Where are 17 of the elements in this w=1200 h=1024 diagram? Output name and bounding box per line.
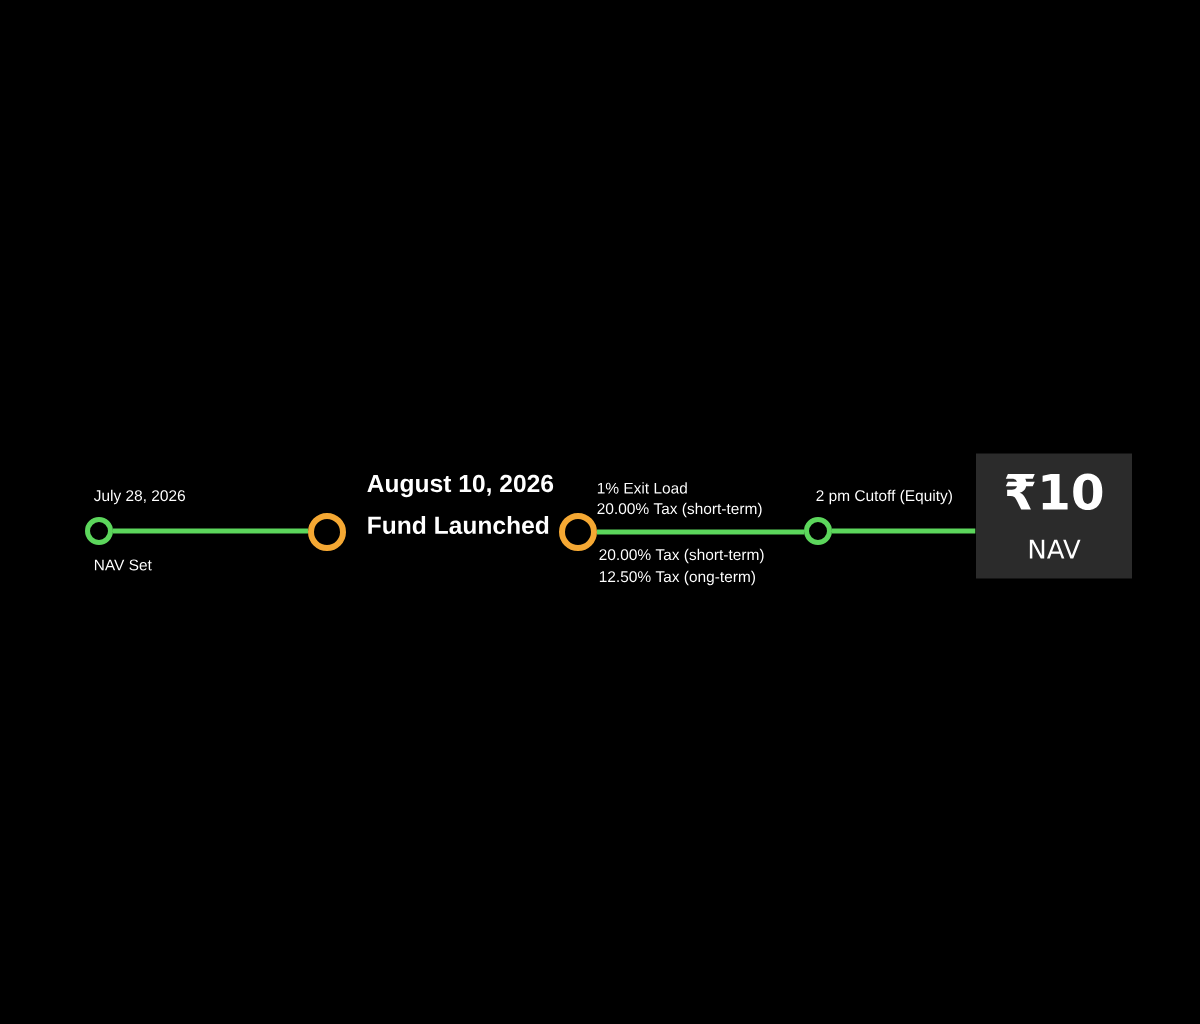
- milestone-label: 20.00% Tax (short-term): [597, 502, 762, 518]
- milestone-label: 12.50% Tax (ong-term): [599, 570, 755, 586]
- timeline-line: [597, 529, 804, 535]
- milestone-circle: [85, 517, 113, 545]
- milestone-label: 20.00% Tax (short-term): [599, 548, 764, 564]
- date-label: Fund Launched: [368, 516, 549, 534]
- timeline-line: [113, 528, 308, 534]
- date-label: August 10, 2026: [367, 474, 554, 498]
- milestone-label: July 28, 2026: [93, 489, 185, 505]
- milestone-circle: [559, 513, 597, 551]
- milestone-label: 2 pm Cutoff (Equity): [816, 489, 952, 505]
- milestone-label: 1% Exit Load: [597, 482, 687, 494]
- milestone-circle: [308, 513, 346, 551]
- timeline-line: [832, 528, 976, 534]
- nav-box: ₹10 NAV: [976, 453, 1132, 579]
- milestone-label: NAV Set: [94, 559, 152, 571]
- milestone-circle: [804, 517, 832, 545]
